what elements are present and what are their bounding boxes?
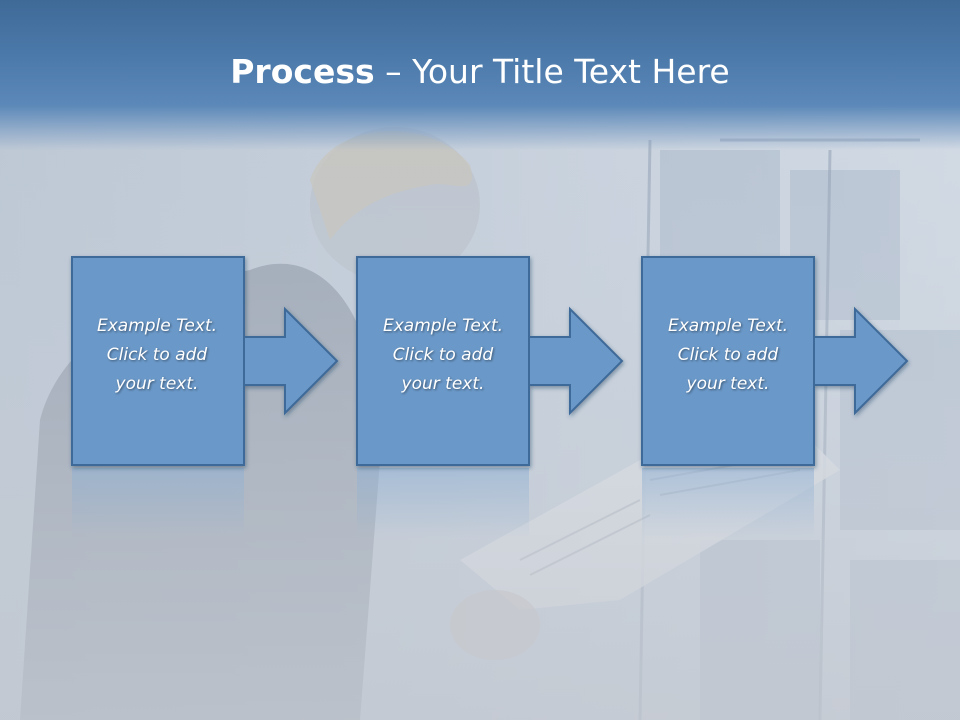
title-rest-part: – Your Title Text Here	[374, 52, 730, 91]
step-1-line-3: your text.	[115, 374, 199, 394]
step-1-line-2: Click to add	[106, 345, 208, 365]
step-3-box	[641, 256, 815, 466]
step-3-shape[interactable]	[641, 256, 909, 466]
step-2-box	[356, 256, 530, 466]
step-2-line-1: Example Text.	[382, 316, 504, 336]
step-3-line-2: Click to add	[677, 345, 779, 365]
step-1-text[interactable]: Example Text. Click to add your text.	[72, 312, 242, 399]
title-bold-part: Process	[230, 52, 375, 91]
step-2-text[interactable]: Example Text. Click to add your text.	[358, 312, 528, 399]
step-1-reflection	[72, 468, 244, 538]
title-bar	[0, 0, 960, 150]
step-3-reflection	[642, 468, 814, 538]
step-1-box	[71, 256, 245, 466]
step-2-line-3: your text.	[401, 374, 485, 394]
step-2-arrow	[528, 306, 624, 416]
step-1-shape[interactable]	[71, 256, 339, 466]
step-3-text[interactable]: Example Text. Click to add your text.	[643, 312, 813, 399]
step-1-line-1: Example Text.	[96, 316, 218, 336]
step-1-arrow	[243, 306, 339, 416]
slide-title[interactable]: Process – Your Title Text Here	[0, 52, 960, 91]
step-3-arrow	[813, 306, 909, 416]
step-3-line-1: Example Text.	[667, 316, 789, 336]
step-2-line-2: Click to add	[392, 345, 494, 365]
step-3-line-3: your text.	[686, 374, 770, 394]
step-2-shape[interactable]	[356, 256, 624, 466]
step-2-reflection	[357, 468, 529, 538]
